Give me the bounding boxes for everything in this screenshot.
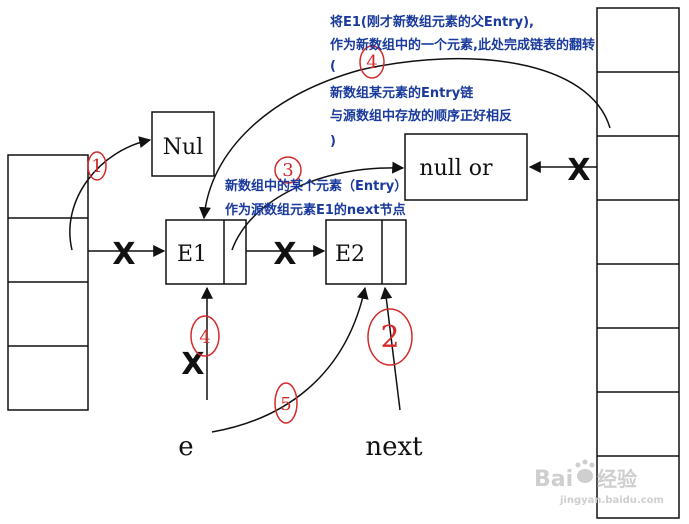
top-annotation-line-1: 将E1(刚才新数组元素的父Entry), (330, 14, 534, 30)
watermark-suffix: 经验 (597, 467, 637, 491)
mid-annotation-line-1: 新数组中的某个元素（Entry） (225, 178, 407, 194)
next-pointer-arrow (380, 286, 401, 411)
step-4-circle (359, 45, 385, 79)
top-annotation-line-4: 新数组某元素的Entry链 (330, 85, 474, 101)
array-to-nul-arrow (69, 136, 152, 251)
e-to-e2-arrow (211, 286, 369, 433)
cross-mark-array-e1: X (112, 237, 135, 272)
next-pointer-label: next (365, 432, 423, 462)
step-3-number: 3 (282, 160, 293, 181)
cross-mark-new-array: X (567, 153, 590, 188)
mid-annotation: 新数组中的某个元素（Entry） 作为源数组元素E1的next节点 (225, 178, 407, 218)
step-4-number: 4 (366, 52, 377, 73)
step-3-circle (274, 156, 302, 184)
null-or-node-label: null or (419, 156, 493, 181)
e1-node: E1 (165, 219, 247, 285)
step-4b-circle (190, 315, 220, 357)
top-annotation-line-5: 与源数组中存放的顺序正好相反 (330, 108, 512, 124)
watermark: Bai 经验 jingyan.baidu.com (534, 459, 664, 506)
step-2-circle (367, 308, 413, 366)
watermark-brand: Bai (534, 467, 573, 492)
top-annotation: 将E1(刚才新数组元素的父Entry), 作为新数组中的一个元素,此处完成链表的… (330, 14, 595, 149)
step-5-circle (274, 382, 298, 424)
watermark-url: jingyan.baidu.com (559, 495, 664, 506)
handwritten-step-numbers: 1 2 3 4 4 5 (91, 52, 399, 415)
new-array (596, 7, 680, 519)
top-annotation-line-3: ( (330, 59, 336, 74)
step-1-number: 1 (91, 156, 102, 177)
cross-marks: X X X X (112, 153, 590, 382)
step-5-number: 5 (280, 394, 291, 415)
cross-mark-e-pointer: X (181, 347, 204, 382)
nul-node-label: Nul (163, 135, 203, 160)
e1-node-label: E1 (177, 242, 207, 267)
step-1-circle (87, 151, 107, 181)
cross-mark-e1-e2: X (273, 237, 296, 272)
step-4b-number: 4 (199, 327, 210, 348)
top-annotation-line-2: 作为新数组中的一个元素,此处完成链表的翻转 (330, 37, 595, 53)
arrows (69, 57, 611, 433)
mid-annotation-line-2: 作为源数组元素E1的next节点 (225, 202, 406, 218)
new-array-to-e1-arrow (198, 57, 611, 220)
e-pointer-label: e (178, 432, 193, 462)
top-annotation-line-6: ) (330, 134, 336, 149)
e1-next-to-null-or-arrow (231, 161, 405, 251)
step-2-number: 2 (380, 320, 399, 355)
null-or-node: null or (404, 133, 528, 201)
handwritten-step-marks (87, 45, 413, 424)
nul-node: Nul (151, 111, 215, 177)
e2-node: E2 (325, 219, 407, 285)
e2-node-label: E2 (335, 242, 365, 267)
source-array (7, 154, 89, 411)
paw-icon (575, 459, 595, 483)
